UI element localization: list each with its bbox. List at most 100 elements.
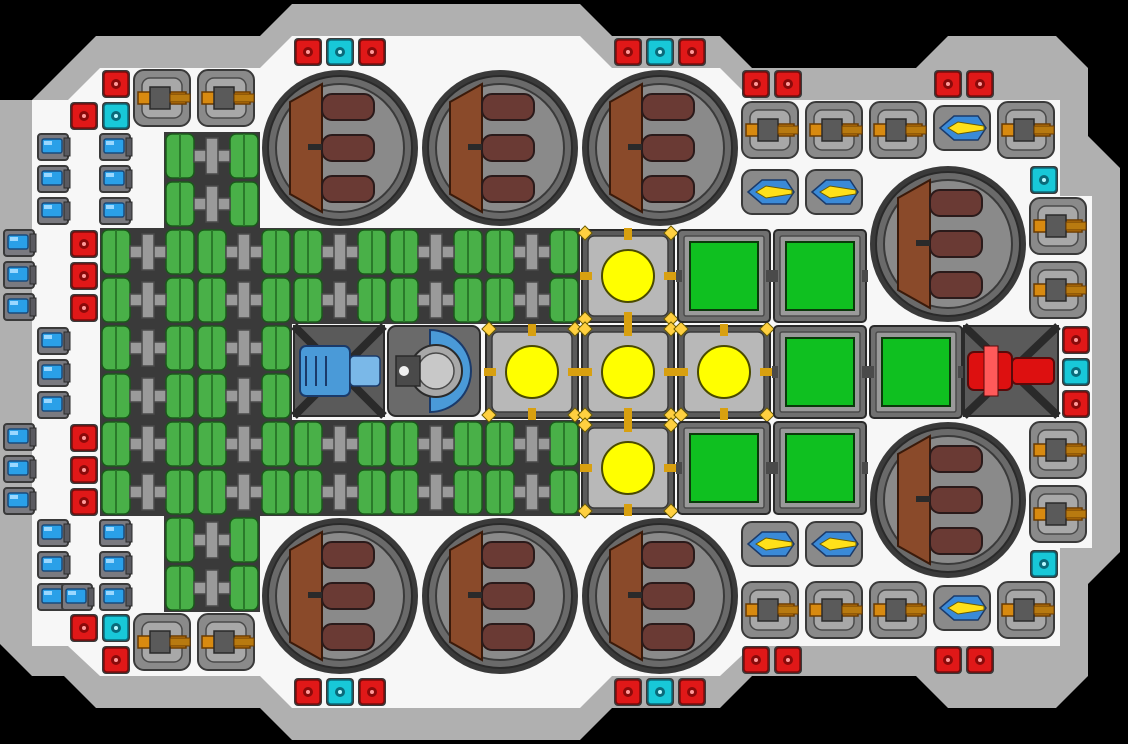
cargo-hold[interactable] (675, 421, 773, 515)
fuel-tank[interactable] (387, 275, 485, 325)
thruster[interactable] (37, 519, 71, 547)
battery[interactable] (869, 165, 1027, 323)
fuel-tank[interactable] (195, 371, 293, 421)
cannon-red[interactable] (613, 677, 643, 707)
laser[interactable] (741, 521, 799, 567)
cannon-red[interactable] (357, 37, 387, 67)
thruster[interactable] (37, 133, 71, 161)
fuel-tank[interactable] (387, 419, 485, 469)
fuel-tank[interactable] (99, 467, 197, 517)
cannon-red[interactable] (1061, 325, 1091, 355)
cannon-red[interactable] (773, 69, 803, 99)
battery[interactable] (421, 69, 579, 227)
thruster[interactable] (99, 197, 133, 225)
turret[interactable] (997, 581, 1055, 639)
turret[interactable] (869, 101, 927, 159)
cannon-red[interactable] (741, 69, 771, 99)
fuel-tank[interactable] (387, 467, 485, 517)
cannon-red[interactable] (101, 69, 131, 99)
battery[interactable] (261, 69, 419, 227)
fuel-tank[interactable] (99, 227, 197, 277)
fuel-tank[interactable] (483, 227, 581, 277)
laser[interactable] (805, 169, 863, 215)
reactor[interactable] (576, 224, 680, 328)
cannon-red[interactable] (965, 69, 995, 99)
fuel-tank[interactable] (99, 371, 197, 421)
turret[interactable] (997, 101, 1055, 159)
laser[interactable] (805, 521, 863, 567)
turret[interactable] (741, 581, 799, 639)
cannon-red[interactable] (101, 645, 131, 675)
cannon-cyan[interactable] (325, 677, 355, 707)
cannon-cyan[interactable] (645, 677, 675, 707)
cannon-red[interactable] (293, 37, 323, 67)
fuel-tank[interactable] (99, 275, 197, 325)
thruster[interactable] (3, 293, 37, 321)
cannon-cyan[interactable] (1061, 357, 1091, 387)
fuel-tank[interactable] (195, 323, 293, 373)
thruster[interactable] (3, 423, 37, 451)
cannon-red[interactable] (69, 455, 99, 485)
cannon-red[interactable] (677, 677, 707, 707)
cannon-red[interactable] (69, 613, 99, 643)
thruster[interactable] (3, 487, 37, 515)
cannon-red[interactable] (741, 645, 771, 675)
turret[interactable] (805, 581, 863, 639)
cannon-cyan[interactable] (325, 37, 355, 67)
thruster[interactable] (99, 551, 133, 579)
battery[interactable] (581, 517, 739, 675)
fuel-tank[interactable] (195, 467, 293, 517)
cannon-cyan[interactable] (1029, 549, 1059, 579)
thruster[interactable] (99, 165, 133, 193)
fuel-tank[interactable] (387, 227, 485, 277)
fuel-tank[interactable] (163, 131, 261, 181)
cargo-hold[interactable] (771, 325, 869, 419)
thruster[interactable] (3, 455, 37, 483)
cannon-red[interactable] (933, 645, 963, 675)
fuel-tank[interactable] (195, 419, 293, 469)
thruster[interactable] (99, 583, 133, 611)
cargo-hold[interactable] (771, 229, 869, 323)
fuel-tank[interactable] (291, 419, 389, 469)
cannon-cyan[interactable] (101, 613, 131, 643)
cannon-cyan[interactable] (1029, 165, 1059, 195)
cannon-red[interactable] (69, 293, 99, 323)
reactor[interactable] (576, 416, 680, 520)
battery[interactable] (869, 421, 1027, 579)
ship-core[interactable] (291, 323, 387, 419)
reactor[interactable] (672, 320, 776, 424)
cannon-red[interactable] (69, 423, 99, 453)
fuel-tank[interactable] (163, 515, 261, 565)
cannon-red[interactable] (69, 261, 99, 291)
laser[interactable] (933, 105, 991, 151)
reactor[interactable] (576, 320, 680, 424)
cannon-red[interactable] (69, 101, 99, 131)
fuel-tank[interactable] (483, 419, 581, 469)
fuel-tank[interactable] (291, 227, 389, 277)
thruster[interactable] (61, 583, 95, 611)
fuel-tank[interactable] (483, 275, 581, 325)
cannon-cyan[interactable] (101, 101, 131, 131)
thruster[interactable] (37, 359, 71, 387)
turret[interactable] (197, 613, 255, 671)
cargo-hold[interactable] (867, 325, 965, 419)
cannon-red[interactable] (773, 645, 803, 675)
reactor[interactable] (480, 320, 584, 424)
cannon-red[interactable] (933, 69, 963, 99)
fuel-tank[interactable] (483, 467, 581, 517)
turret[interactable] (1029, 197, 1087, 255)
fuel-tank[interactable] (163, 563, 261, 613)
fuel-tank[interactable] (291, 275, 389, 325)
cannon-red[interactable] (613, 37, 643, 67)
laser[interactable] (741, 169, 799, 215)
turret[interactable] (1029, 485, 1087, 543)
cannon-red[interactable] (69, 487, 99, 517)
cannon-red[interactable] (357, 677, 387, 707)
thruster[interactable] (3, 261, 37, 289)
turret[interactable] (197, 69, 255, 127)
turret[interactable] (869, 581, 927, 639)
fuel-tank[interactable] (291, 467, 389, 517)
battery[interactable] (261, 517, 419, 675)
thruster[interactable] (99, 519, 133, 547)
